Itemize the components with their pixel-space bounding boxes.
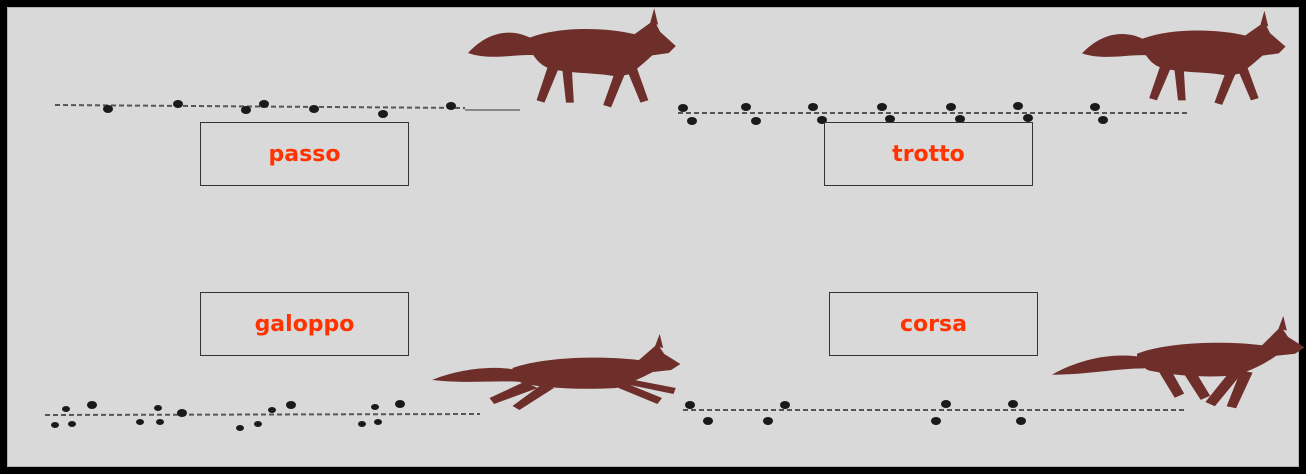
track-trotto <box>678 102 1190 125</box>
label-passo-text: passo <box>268 141 341 167</box>
diagram-panel <box>7 7 1299 467</box>
label-trotto: trotto <box>824 122 1033 186</box>
label-galoppo: galoppo <box>200 292 409 356</box>
label-galoppo-text: galoppo <box>254 311 355 337</box>
label-trotto-text: trotto <box>892 141 965 167</box>
fox-running-icon <box>1052 315 1305 409</box>
label-corsa: corsa <box>829 292 1038 356</box>
label-corsa-text: corsa <box>900 311 967 337</box>
label-passo: passo <box>200 122 409 186</box>
fox-galloping-icon <box>432 334 681 410</box>
track-corsa <box>683 400 1185 425</box>
track-galoppo <box>44 400 481 431</box>
fox-walking-icon <box>468 8 676 108</box>
fox-trotting-icon <box>1082 10 1286 105</box>
track-passo <box>54 100 520 118</box>
